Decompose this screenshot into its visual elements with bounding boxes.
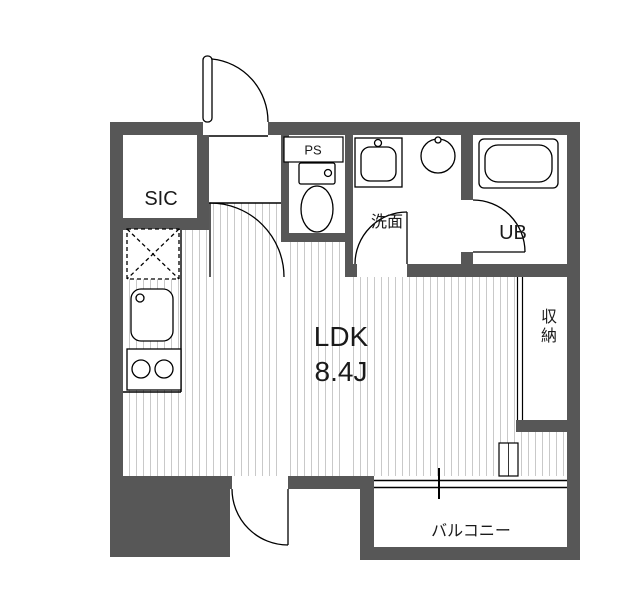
floor-hall (209, 203, 281, 476)
wall-washroom-bottom-left (345, 264, 357, 277)
wall-top-right (268, 122, 580, 135)
flooring-stripes (123, 203, 567, 476)
wall-bottom-mid (288, 476, 374, 489)
wall-balcony-left (360, 476, 374, 560)
bathtub-inner (484, 144, 553, 183)
hall-door-arc-icon (209, 202, 285, 278)
refrigerator-space-icon (126, 228, 180, 280)
room-label-ps: PS (304, 142, 322, 158)
bath-door-arc-icon (472, 199, 526, 253)
vanity-faucet (373, 138, 383, 148)
vanity-basin-icon (354, 137, 403, 188)
pipe-space-box (283, 136, 344, 163)
terrace-door-arc-icon (231, 488, 289, 546)
kitchen-sink-icon (130, 288, 174, 342)
floor-ldk-main (353, 277, 516, 476)
wall-sic-right (197, 135, 209, 230)
wall-washroom-bottom-right (407, 264, 567, 277)
room-label-unit-bath: UB (499, 222, 527, 244)
stove-burner (154, 359, 174, 379)
stove-burner (131, 359, 151, 379)
floor-below-toilet (289, 242, 345, 476)
round-basin-bowl (420, 138, 456, 174)
toilet-tank (298, 162, 336, 185)
wall-washroom-bath-upper (461, 135, 473, 200)
bathtub-icon (478, 138, 559, 189)
round-basin-icon (420, 136, 456, 174)
wall-bottom-left (123, 476, 232, 489)
room-label-washroom: 洗面 (370, 214, 404, 231)
wall-top-left (110, 122, 203, 135)
wall-sic-bottom (123, 218, 209, 230)
stove-icon (126, 348, 182, 391)
wall-right (567, 122, 580, 560)
fixtures (126, 136, 559, 477)
round-basin-faucet (434, 136, 442, 144)
washroom-door-arc-icon (354, 211, 408, 265)
room-label-sic: SIC (144, 188, 178, 210)
vanity-bowl (360, 146, 397, 182)
doors (202, 55, 526, 546)
wall-block-bottom-left (123, 488, 230, 557)
floor-ldk-corner (516, 432, 567, 476)
room-label-balcony: バルコニー (431, 523, 511, 540)
water-heater-icon (498, 442, 519, 477)
walls (110, 122, 580, 560)
room-label-ldk: LDK (313, 321, 369, 352)
wall-closet-bottom (516, 420, 567, 432)
kitchen-sink-faucet (135, 293, 145, 303)
toilet-icon (298, 162, 336, 233)
toilet-bowl (300, 185, 334, 233)
wall-toilet-bottom (281, 233, 353, 242)
room-label-ldk-size: 8.4J (314, 356, 368, 387)
entrance-door-leaf (202, 55, 213, 123)
entrance-door-arc-icon (211, 58, 269, 123)
wall-balcony-bottom (360, 547, 580, 560)
toilet-flush-button (323, 168, 333, 178)
refrigerator-space-cross (126, 228, 180, 280)
wall-washroom-left (345, 135, 353, 277)
wall-toilet-left (281, 135, 289, 242)
room-label-closet: 収納 (538, 308, 555, 346)
wall-left (110, 122, 123, 557)
